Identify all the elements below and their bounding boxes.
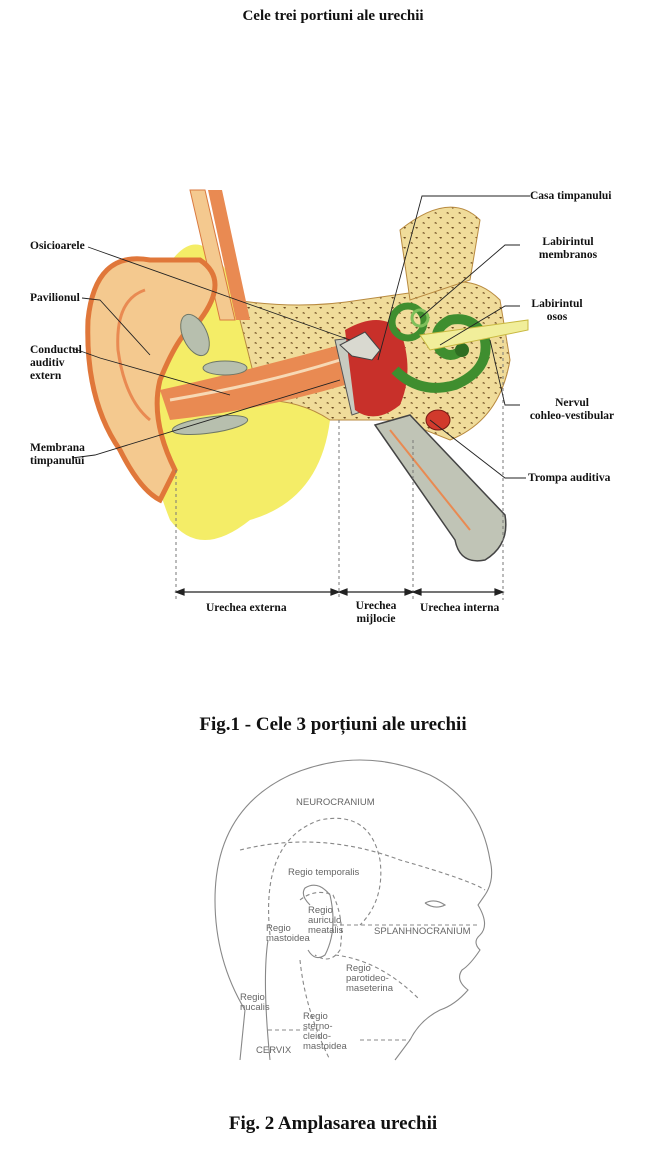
label-labirintul-membranos: Labirintul membranos: [538, 236, 598, 261]
figure2-caption: Fig. 2 Amplasarea urechii: [228, 1113, 438, 1134]
figure1-caption: Fig.1 - Cele 3 porțiuni ale urechii: [199, 714, 467, 735]
label-pavilionul: Pavilionul: [30, 292, 80, 304]
auricle-inner: [116, 288, 151, 422]
label-regio-sterno-cleido-mastoidea: Regio sterno- cleido- mastoidea: [303, 1011, 347, 1052]
label-membrana: Membrana timpanului: [30, 442, 85, 467]
semicircular-canals: [388, 302, 428, 342]
label-urechea-interna: Urechea interna: [420, 602, 500, 614]
upper-bone: [399, 206, 481, 301]
label-splanhnocranium: SPLANHNOCRANIUM: [374, 926, 471, 937]
label-osicioarele: Osicioarele: [30, 240, 85, 252]
ear-anatomy-diagram: [71, 189, 530, 600]
label-regio-auriculo-meatalis: Regio auriculo meatalis: [308, 905, 344, 936]
label-regio-nucalis: Regio nucalis: [240, 992, 270, 1013]
page-title: Cele trei portiuni ale urechii: [242, 8, 424, 24]
label-nervul: Nervul cohleo-vestibular: [529, 397, 615, 422]
neurocranium-border: [239, 841, 486, 891]
label-regio-temporalis: Regio temporalis: [288, 867, 360, 878]
label-regio-parotideo-maseterina: Regio parotideo- maseterina: [346, 963, 393, 994]
label-neurocranium: NEUROCRANIUM: [296, 797, 375, 808]
skin-layer-red: [208, 190, 250, 320]
nerve: [419, 319, 529, 351]
label-conductul: Conductul auditiv extern: [30, 344, 82, 382]
label-casa-timpanului: Casa timpanului: [530, 190, 612, 202]
label-urechea-mijlocie: Urechea mijlocie: [355, 600, 397, 625]
label-urechea-externa: Urechea externa: [206, 602, 287, 614]
label-trompa-auditiva: Trompa auditiva: [528, 472, 611, 484]
label-cervix: CERVIX: [256, 1045, 292, 1056]
label-labirintul-osos: Labirintul osos: [531, 298, 583, 323]
label-regio-mastoidea: Regio mastoidea: [266, 923, 310, 944]
cochlea: [391, 314, 491, 393]
ossicles: [339, 331, 381, 361]
